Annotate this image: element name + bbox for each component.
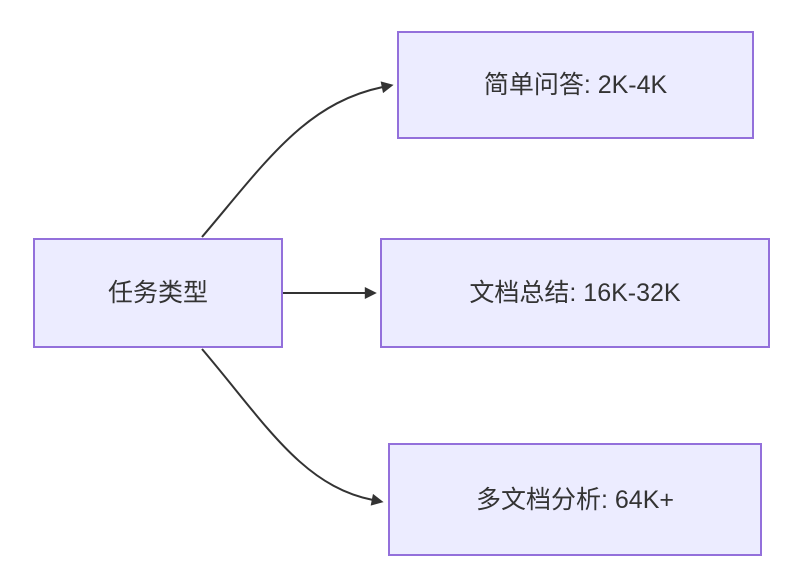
node-simple-qa: 简单问答: 2K-4K — [397, 31, 754, 139]
edge-root-to-multi-doc — [201, 348, 384, 506]
node-task-type: 任务类型 — [33, 238, 283, 348]
node-multi-doc-label: 多文档分析: 64K+ — [476, 485, 674, 514]
node-task-type-label: 任务类型 — [107, 279, 208, 307]
node-doc-summary: 文档总结: 16K-32K — [380, 238, 770, 348]
node-simple-qa-label: 简单问答: 2K-4K — [483, 71, 668, 99]
edge-root-to-simple-qa — [201, 81, 394, 238]
node-multi-doc: 多文档分析: 64K+ — [388, 443, 762, 556]
node-doc-summary-label: 文档总结: 16K-32K — [469, 279, 681, 307]
